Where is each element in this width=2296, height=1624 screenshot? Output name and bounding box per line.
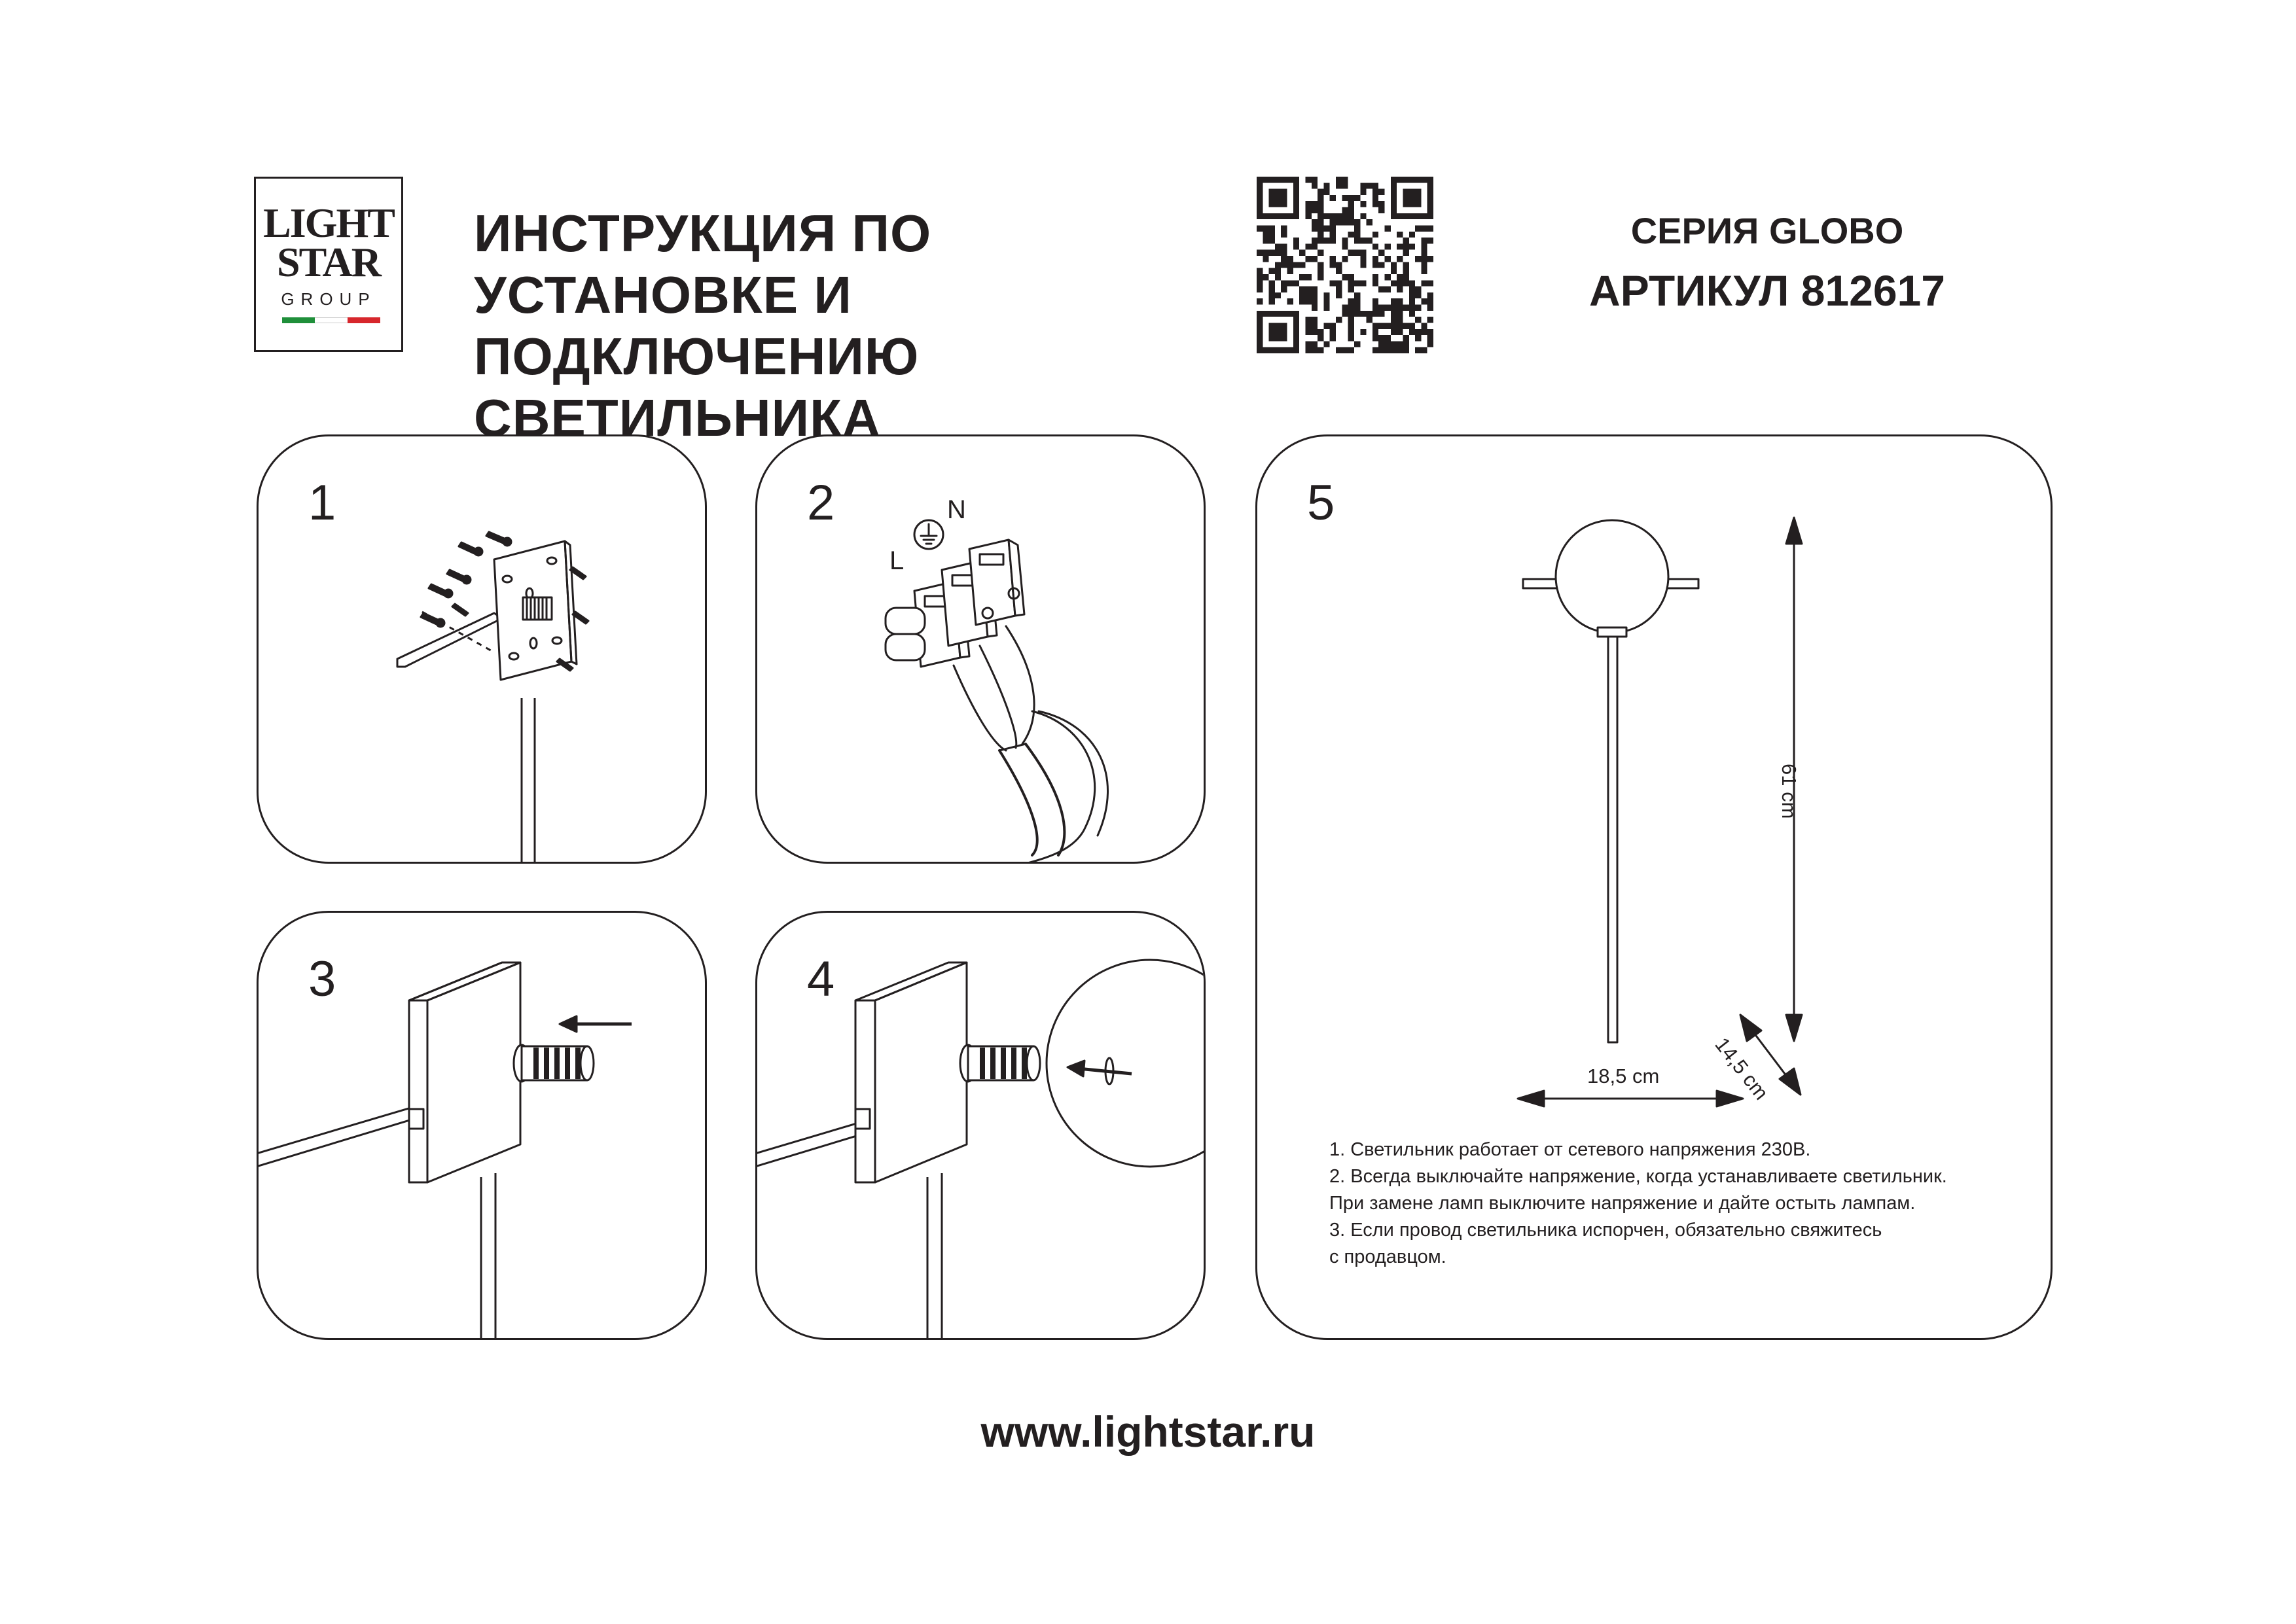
logo-text-star: STAR (277, 239, 382, 285)
title-line-2: ПОДКЛЮЧЕНИЮ СВЕТИЛЬНИКА (474, 327, 920, 447)
logo-text-light: LIGHT (263, 200, 395, 246)
step-3-panel: 3 (257, 911, 707, 1340)
step-number: 2 (807, 475, 835, 531)
mounting-plate-illustration (396, 531, 590, 862)
article-number: АРТИКУЛ 812617 (1589, 266, 1945, 315)
title-line-1: ИНСТРУКЦИЯ ПО УСТАНОВКЕ И (474, 204, 932, 324)
note-line: При замене ламп выключите напряжение и д… (1329, 1193, 1916, 1214)
wiring-terminal-illustration (884, 519, 1109, 862)
cover-attach-illustration (259, 961, 632, 1338)
globe-attach-illustration (757, 959, 1204, 1338)
step-5-panel: 5 61 cm 18,5 cm 14,5 cm 1. Светильник ра… (1255, 434, 2053, 1340)
series-label: СЕРИЯ GLOBO (1630, 210, 1904, 251)
width-dimension-label: 18,5 cm (1587, 1065, 1660, 1087)
step-4-panel: 4 (755, 911, 1206, 1340)
logo-text-group: GROUP (281, 289, 376, 309)
neutral-label: N (947, 495, 966, 524)
step-1-panel: 1 (257, 434, 707, 864)
qr-code[interactable] (1257, 177, 1433, 353)
live-label: L (889, 546, 905, 575)
note-line: 2. Всегда выключайте напряжение, когда у… (1329, 1166, 1947, 1187)
note-line: с продавцом. (1329, 1246, 1446, 1267)
brand-logo: LIGHT STAR GROUP (254, 177, 403, 352)
note-line: 1. Светильник работает от сетевого напря… (1329, 1139, 1811, 1160)
website-link[interactable]: www.lightstar.ru (980, 1407, 1316, 1456)
step-number: 4 (807, 951, 835, 1007)
italian-flag-stripe (282, 317, 380, 323)
step-number: 3 (308, 951, 336, 1007)
note-line: 3. Если провод светильника испорчен, обя… (1329, 1220, 1882, 1241)
dimensions-illustration (1516, 516, 1803, 1108)
document-title: ИНСТРУКЦИЯ ПО УСТАНОВКЕ И ПОДКЛЮЧЕНИЮ СВ… (474, 203, 1240, 449)
safety-notes: 1. Светильник работает от сетевого напря… (1329, 1137, 2049, 1271)
step-number: 5 (1307, 475, 1335, 531)
height-dimension-label: 61 cm (1778, 764, 1801, 819)
step-number: 1 (308, 475, 336, 531)
step-2-panel: 2 N L (755, 434, 1206, 864)
